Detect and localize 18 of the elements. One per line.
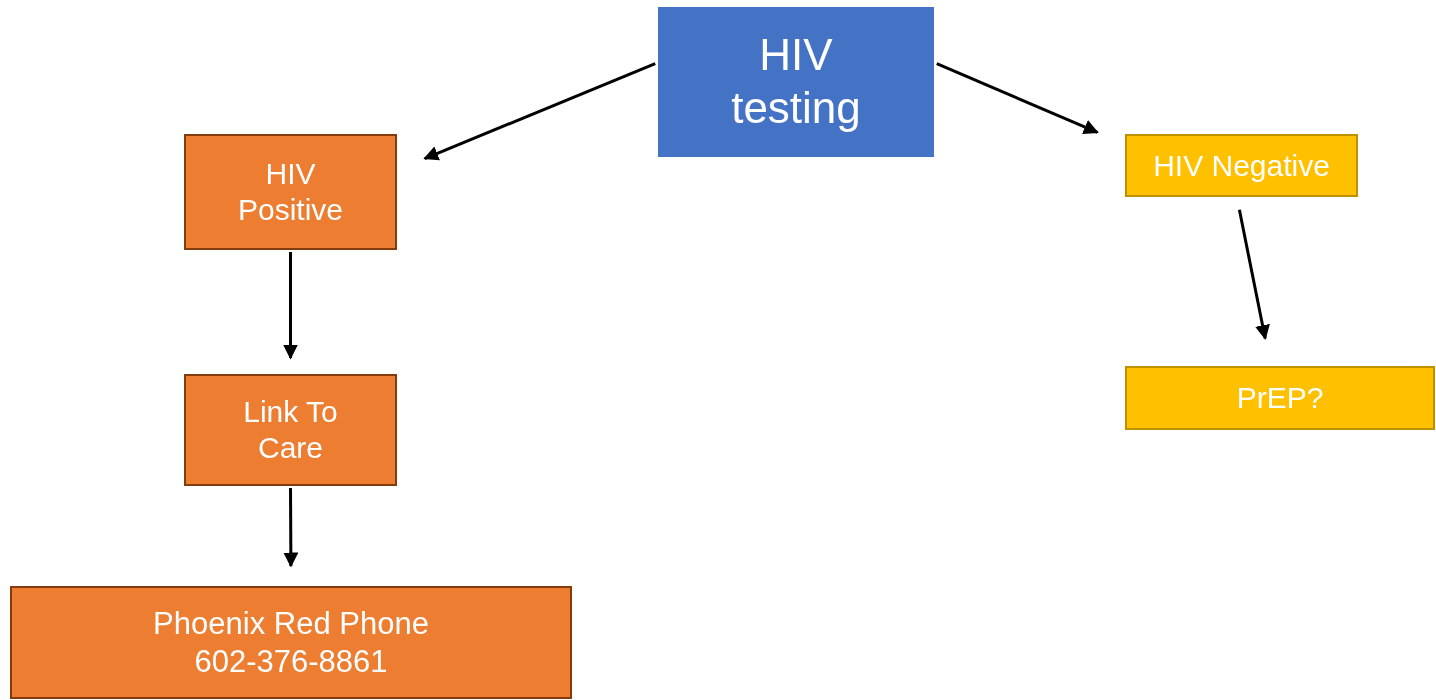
node-text: Link To Care <box>242 394 339 466</box>
node-text: HIV Positive <box>236 156 344 228</box>
arrow <box>936 62 1099 134</box>
node-text: 602-376-8861 <box>194 642 388 680</box>
arrow <box>1237 209 1270 340</box>
process-box <box>658 7 934 157</box>
node-text: PrEP? <box>1236 380 1324 416</box>
arrow <box>283 252 298 360</box>
node-text: Phoenix Red Phone <box>153 605 429 643</box>
arrow <box>283 488 299 568</box>
process-box <box>10 586 572 699</box>
process-box <box>1125 134 1358 197</box>
node-text: HIV testing <box>730 29 862 134</box>
process-box <box>1125 366 1435 430</box>
arrow <box>423 62 656 161</box>
node-text: HIV Negative <box>1153 147 1330 184</box>
process-box <box>184 374 397 486</box>
process-box <box>184 134 397 250</box>
